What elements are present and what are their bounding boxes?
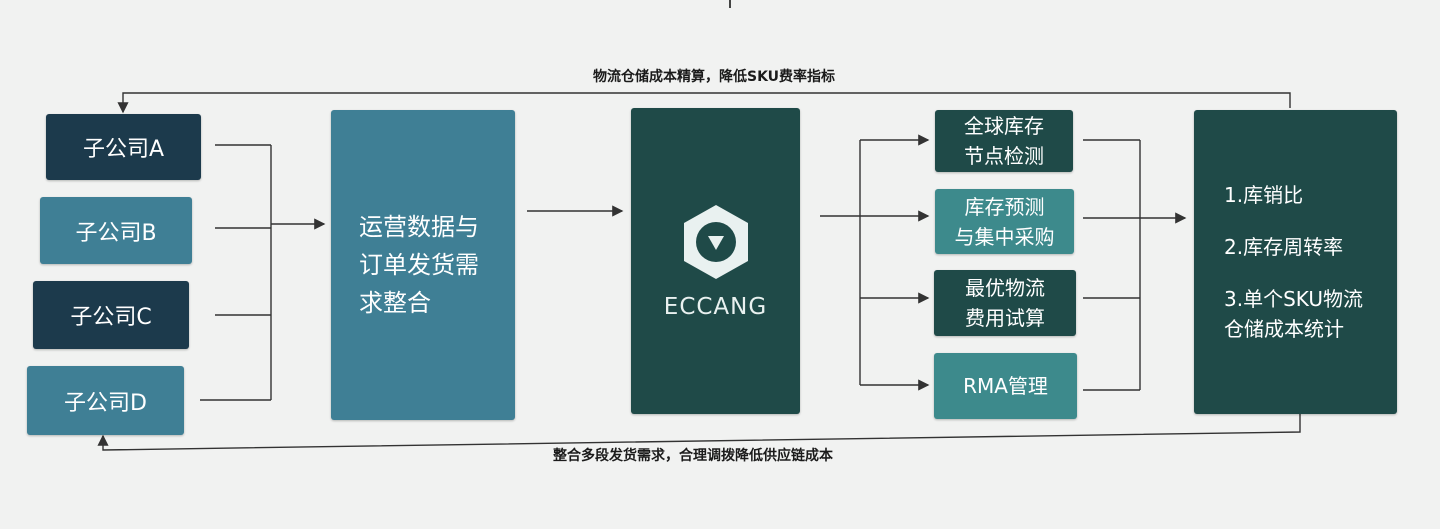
function-box-3: 最优物流费用试算	[934, 270, 1076, 336]
integration-label: 运营数据与订单发货需求整合	[359, 213, 479, 317]
feedback-line-bottom	[97, 414, 1301, 451]
subsidiary-a-label: 子公司A	[82, 137, 165, 162]
platform-box: ECCANG	[631, 108, 800, 414]
subsidiary-d-label: 子公司D	[64, 390, 147, 416]
subsidiary-c-box: 子公司C	[33, 281, 189, 349]
eccang-logo-icon	[683, 205, 748, 279]
function-3-line-1: 最优物流	[965, 276, 1045, 300]
function-2-line-2: 与集中采购	[954, 224, 1055, 249]
function-3-line-2: 费用试算	[965, 306, 1045, 330]
results-box: 1.库销比 2.库存周转率 3.单个SKU物流 仓储成本统计	[1194, 110, 1397, 414]
subsidiary-b-label: 子公司B	[75, 220, 157, 246]
function-1-line-1: 全球库存	[964, 114, 1044, 138]
feedback-caption-top: 物流仓储成本精算，降低SKU费率指标	[593, 69, 836, 85]
platform-logo-text: ECCANG	[663, 294, 768, 320]
result-item-4: 仓储成本统计	[1224, 317, 1344, 341]
function-box-4: RMA管理	[934, 353, 1077, 419]
integration-box: 运营数据与订单发货需求整合	[331, 110, 515, 420]
result-item-1: 1.库销比	[1224, 183, 1304, 207]
function-box-1: 全球库存节点检测	[935, 110, 1073, 172]
function-box-2: 库存预测与集中采购	[935, 189, 1074, 254]
result-item-2: 2.库存周转率	[1224, 235, 1344, 259]
top-divider	[729, 0, 731, 8]
function-4-label: RMA管理	[963, 374, 1048, 398]
function-1-line-2: 节点检测	[964, 144, 1044, 168]
subsidiary-d-box: 子公司D	[27, 366, 184, 435]
subsidiary-a-box: 子公司A	[46, 114, 201, 180]
function-2-line-1: 库存预测	[964, 194, 1045, 219]
subsidiary-b-box: 子公司B	[40, 197, 192, 264]
subsidiary-c-label: 子公司C	[70, 305, 152, 330]
feedback-caption-bottom: 整合多段发货需求，合理调拨降低供应链成本	[553, 448, 833, 464]
feedback-line-top	[117, 92, 1291, 114]
result-item-3: 3.单个SKU物流	[1224, 287, 1363, 311]
